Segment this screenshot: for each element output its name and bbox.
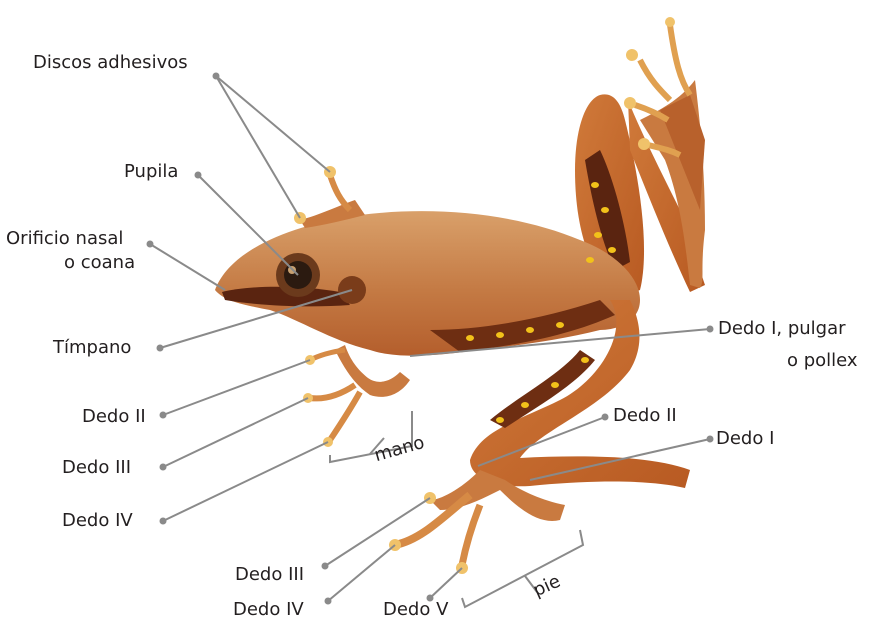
label-orificio-line2: o coana	[64, 252, 135, 274]
label-orificio-line1: Orificio nasal	[6, 228, 123, 250]
leader-orificio	[150, 244, 225, 290]
leader-discos-1	[216, 76, 330, 172]
bracket-pie	[462, 530, 583, 607]
label-dedo-ii-mano: Dedo II	[82, 406, 146, 428]
label-timpano: Tímpano	[53, 337, 131, 359]
label-dedo-iii-pie: Dedo III	[235, 564, 304, 586]
label-dedo-i-pulgar-line2: o pollex	[787, 350, 858, 372]
label-dedo-i-pie: Dedo I	[716, 428, 774, 450]
leader-dedo-iv-pie	[328, 545, 395, 601]
label-pupila: Pupila	[124, 161, 178, 183]
leader-discos-2	[216, 76, 300, 218]
leader-dedo-iv-mano	[163, 442, 328, 521]
leader-dedo-iii-mano	[163, 398, 308, 467]
label-dedo-iv-pie: Dedo IV	[233, 599, 304, 621]
frog-body	[215, 211, 640, 356]
frog-front-limb	[303, 345, 410, 447]
label-dedo-i-pulgar-line1: Dedo I, pulgar	[718, 318, 846, 340]
label-dedo-iv-mano: Dedo IV	[62, 510, 133, 532]
leader-dedo-v-pie	[430, 568, 462, 598]
label-dedo-iii-mano: Dedo III	[62, 457, 131, 479]
label-dedo-ii-pie: Dedo II	[613, 405, 677, 427]
label-discos-adhesivos: Discos adhesivos	[33, 52, 188, 74]
label-dedo-v-pie: Dedo V	[383, 599, 448, 621]
leader-dedo-iii-pie	[325, 498, 430, 566]
